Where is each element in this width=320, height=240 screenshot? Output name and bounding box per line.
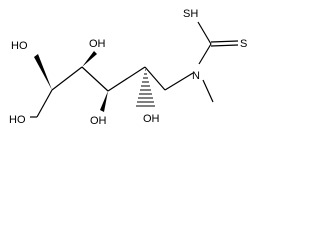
bond-c2-c3 <box>51 66 83 91</box>
hydroxyl-c5-label: OH <box>143 113 160 125</box>
bond-c1-c2 <box>36 89 53 118</box>
thiol-sh-label: SH <box>183 8 198 20</box>
bond-n-cs <box>198 43 212 65</box>
bond-cs-sh <box>197 21 212 45</box>
bond-c3-c4 <box>81 66 109 92</box>
wedge-bond-c4-oh <box>100 91 108 112</box>
wedge-bond-c3-oh <box>82 51 97 67</box>
bond-c6-n <box>164 72 194 91</box>
thione-s-label: S <box>240 38 247 50</box>
hydroxyl-c4-label: OH <box>90 115 107 127</box>
hashed-bond-c5-oh <box>136 69 155 107</box>
bond-n-methyl <box>202 79 214 103</box>
wedge-bond-c2-oh <box>34 54 52 90</box>
stereo-bonds <box>34 51 155 112</box>
bond-c5-c6 <box>144 66 166 91</box>
hydroxyl-c3-label: OH <box>89 38 106 50</box>
bond-c4-c5 <box>107 66 146 92</box>
bond-cs-s-double-b <box>210 44 239 47</box>
hydroxyl-c1-label: HO <box>9 114 26 126</box>
nitrogen-label: N <box>192 70 200 82</box>
atom-labels: SH S N HO OH OH OH HO <box>9 8 247 127</box>
carbon-backbone <box>30 21 239 118</box>
hydroxyl-c2-label: HO <box>11 40 28 52</box>
bond-cs-s-double-a <box>210 40 239 43</box>
structure-diagram: SH S N HO OH OH OH HO <box>9 8 247 127</box>
